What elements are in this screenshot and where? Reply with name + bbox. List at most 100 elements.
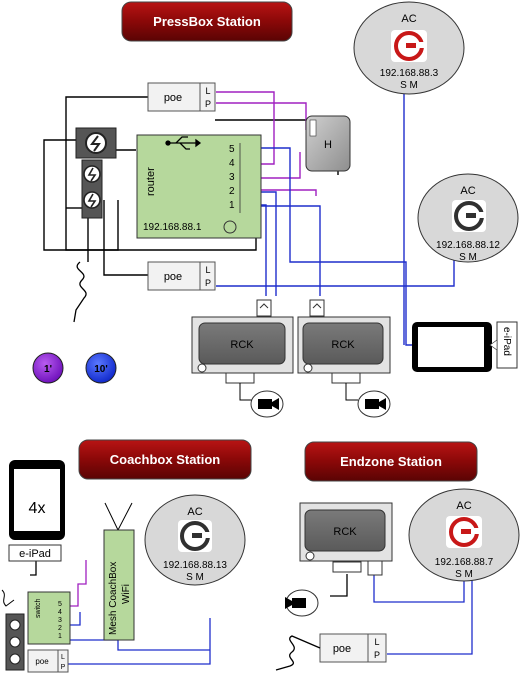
router-port-1: 1 [229,200,235,211]
ipad-pressbox[interactable]: e-iPad [412,321,518,372]
ethernet-port-icon [256,299,272,317]
switch-label: switch [35,598,42,618]
wire-purple-router-2 [250,189,317,196]
ac-ports: S M [186,572,204,583]
poe-injector-endzone[interactable]: poe L P [319,633,387,663]
router-ip: 192.168.88.1 [143,222,202,233]
wire-power-poe-bottom [103,200,148,276]
router[interactable]: router 5 4 3 2 1 192.168.88.1 [136,134,262,239]
plug-icon [87,193,97,208]
mesh-coachbox-wifi[interactable]: Mesh CoachBox WiFi [103,502,135,641]
ac-ports: S M [400,80,418,91]
tablet-count: 4x [29,500,46,517]
hub[interactable]: H [305,115,351,172]
poe-label: poe [164,92,182,104]
switch-port-3: 3 [58,617,62,624]
ac-logo-icon [446,516,482,548]
tablet-label: e-iPad [19,548,51,560]
marker-10: 10' [85,352,117,384]
wire-power-poe-top [65,96,148,251]
wire-purple-poe-router-4 [216,91,275,165]
power-cord-icon [73,261,87,323]
ac-ip: 192.168.88.12 [436,240,500,251]
rck-label: RCK [230,339,254,351]
switch-port-2: 2 [58,625,62,632]
marker-1: 1' [32,352,64,384]
router-port-5: 5 [229,144,235,155]
ac-unit-endzone[interactable]: AC 192.168.88.7 S M [408,488,520,582]
switch-port-1: 1 [58,633,62,640]
poe-port-p: P [61,664,66,671]
power-strip [75,127,117,219]
ac-label: AC [456,500,471,512]
ac-logo-icon [452,200,486,232]
ac-ip: 192.168.88.7 [435,557,494,568]
camera-icon [365,398,386,410]
rck-label: RCK [333,526,357,538]
marker-10-label: 10' [94,364,108,375]
wire-purple-poe-hub [216,102,307,130]
endzone-title: Endzone Station [340,454,442,469]
ethernet-port-icon [367,560,383,576]
router-port-4: 4 [229,158,235,169]
hdmi-port-icon [332,561,362,573]
poe-injector-top[interactable]: poe L P [147,82,216,112]
ac-unit-pressbox[interactable]: AC 192.168.88.3 S M [353,1,465,95]
router-port-2: 2 [229,186,235,197]
hdmi-port-icon [225,372,255,384]
hub-label: H [324,139,332,151]
router-power-jack-icon [223,220,237,234]
poe-port-l: L [205,265,210,275]
power-cord-icon [275,635,321,671]
rck-endzone[interactable]: RCK [285,502,393,617]
plug-icon [87,167,97,182]
tablet-4x[interactable]: 4x e-iPad [8,460,65,562]
ac-label: AC [460,185,475,197]
poe-injector-bottom[interactable]: poe L P [147,261,216,291]
switch-coachbox[interactable]: switch 5 4 3 2 1 [27,591,71,645]
endzone-banner: Endzone Station [304,441,478,482]
switch-port-4: 4 [58,609,62,616]
pressbox-banner: PressBox Station [121,1,293,42]
ac-logo-icon [391,30,427,62]
mesh-line-2: WiFi [121,584,132,604]
usb-icon [165,136,202,150]
rck-right[interactable]: RCK [297,299,391,418]
wire-blue-poe-ac2 [216,254,455,287]
plug-icon [90,135,101,152]
ac-unit-coachbox[interactable]: AC 192.168.88.13 S M [144,494,246,586]
poe-label: poe [164,271,182,283]
switch-port-5: 5 [58,601,62,608]
poe-label: poe [333,643,351,655]
router-label: router [145,167,157,196]
ac-label: AC [187,506,202,518]
power-strip-coachbox [1,589,25,671]
router-port-3: 3 [229,172,235,183]
rck-label: RCK [331,339,355,351]
mesh-line-1: Mesh CoachBox [108,562,119,635]
camera-icon [258,398,279,410]
poe-injector-coachbox[interactable]: poe L P [27,649,69,673]
coachbox-wires [30,560,211,665]
ac-logo-icon [178,520,212,552]
poe-port-p: P [374,650,380,660]
poe-port-l: L [205,86,210,96]
poe-label: poe [35,657,49,666]
endzone-wires [330,574,473,655]
ipad-label: e-iPad [501,327,512,356]
poe-port-l: L [61,654,65,661]
poe-port-p: P [205,99,211,109]
rck-left[interactable]: RCK [191,299,294,418]
ac-ports: S M [459,252,477,263]
poe-port-l: L [374,637,379,647]
ac-ip: 192.168.88.13 [163,560,227,571]
ac-unit-pressbox-2[interactable]: AC 192.168.88.12 S M [417,173,519,263]
ac-label: AC [401,13,416,25]
poe-port-p: P [205,278,211,288]
wire-power-router-adapter [43,139,257,251]
coachbox-title: Coachbox Station [110,452,221,467]
wire-blue-router-rck-right [250,205,321,296]
hdmi-port-icon [331,372,361,384]
wire-blue-router-5-ipad [250,147,418,346]
